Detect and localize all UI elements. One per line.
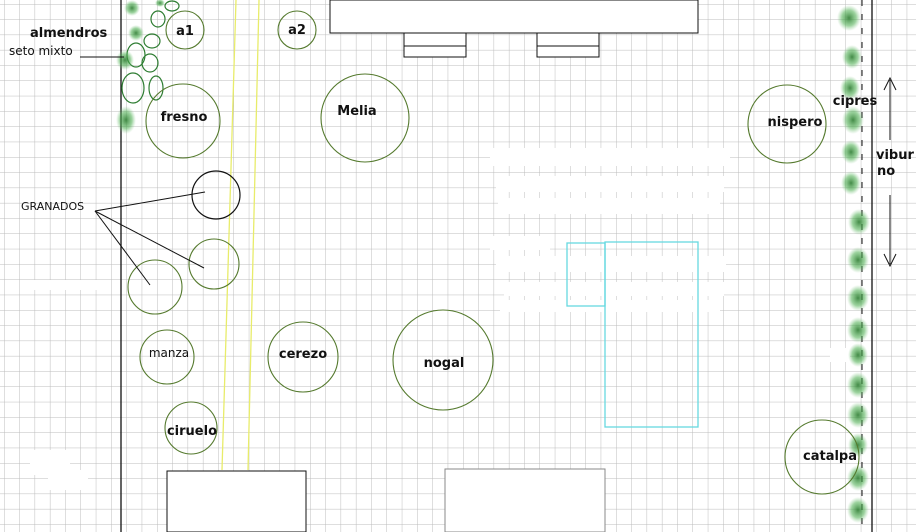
label-nogal: nogal	[424, 356, 465, 371]
granados-pointers	[94, 191, 206, 286]
tree-fresno	[145, 83, 221, 159]
label-seto-mixto: seto mixto	[9, 44, 73, 58]
label-vibur: vibur	[876, 148, 914, 163]
pool	[566, 241, 699, 428]
label-no: no	[877, 164, 895, 179]
path-lines	[221, 0, 260, 471]
tree-granado-1	[188, 238, 240, 290]
label-catalpa: catalpa	[803, 449, 857, 464]
label-cipres: cipres	[833, 94, 878, 109]
tree-granado-3	[191, 170, 241, 220]
house-top	[329, 0, 699, 58]
tree-nogal	[392, 309, 494, 411]
tree-manza	[139, 329, 195, 385]
tree-a2	[277, 10, 317, 50]
tree-catalpa	[784, 419, 860, 495]
label-cerezo: cerezo	[279, 347, 327, 362]
label-fresno: fresno	[161, 110, 208, 125]
label-nispero: nispero	[768, 115, 823, 130]
cipres-viburno-hedge	[837, 5, 870, 523]
tree-a1	[165, 10, 205, 50]
label-ciruelo: ciruelo	[167, 424, 217, 439]
erased-area	[30, 148, 850, 490]
tree-cerezo	[267, 321, 339, 393]
label-granados: GRANADOS	[21, 200, 84, 213]
structure-bottom-center	[444, 468, 606, 532]
label-almendros: almendros	[30, 26, 107, 41]
dimension-arrows	[883, 76, 897, 268]
label-a1: a1	[176, 24, 194, 39]
tree-ciruelo	[164, 401, 218, 455]
tree-nispero	[747, 84, 827, 164]
label-manza: manza	[149, 346, 189, 360]
label-a2: a2	[288, 23, 306, 38]
seto-mixto-hedge	[116, 0, 180, 134]
tree-granado-2	[127, 259, 183, 315]
label-melia: Melia	[337, 104, 376, 119]
trees	[127, 10, 860, 495]
tree-melia	[320, 73, 410, 163]
shed-bottom-left	[166, 470, 307, 532]
